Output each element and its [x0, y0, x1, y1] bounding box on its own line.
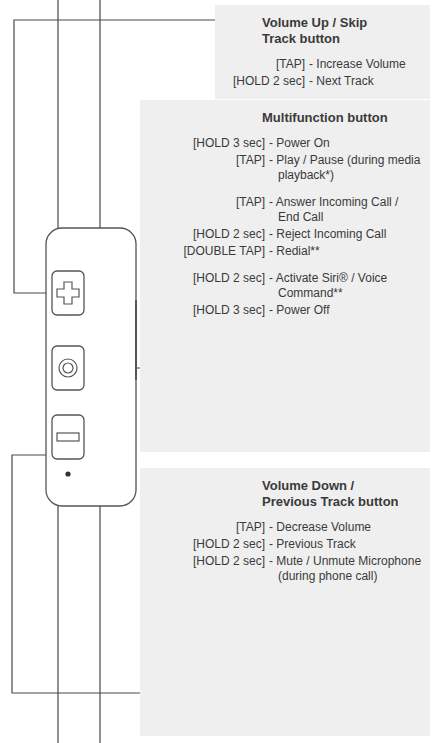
remote-edge — [135, 300, 137, 380]
minus-symbol — [57, 433, 79, 441]
callout-box: Multifunction button [HOLD 3 sec] - Power … — [140, 100, 430, 452]
action-row: [TAP]- Play / Pause (during media playba… — [150, 153, 422, 183]
action-row: [TAP]- Answer Incoming Call / End Call — [150, 195, 422, 225]
button-action: - Play / Pause (during media playback*) — [269, 153, 422, 183]
circle-symbol — [59, 359, 77, 377]
button-gesture: [HOLD 2 sec] — [150, 227, 265, 242]
cable-line — [57, 0, 58, 232]
button-gesture: [HOLD 3 sec] — [150, 303, 265, 318]
cable-line — [57, 504, 58, 743]
microphone-hole — [65, 471, 70, 476]
multifunction-button — [52, 346, 84, 390]
action-row: [HOLD 2 sec]- Mute / Unmute Microphone (… — [150, 554, 422, 584]
button-gesture: [TAP] — [150, 520, 265, 535]
button-gesture: [HOLD 2 sec] — [150, 271, 265, 301]
callout-box: Volume Down / Previous Track button [TAP]… — [140, 468, 430, 736]
action-row: [DOUBLE TAP] - Redial** — [150, 244, 422, 259]
button-gesture: [TAP] — [150, 195, 265, 225]
button-action: - Power Off — [269, 303, 422, 318]
button-action: - Redial** — [269, 244, 422, 259]
callout-box: Volume Up / Skip Track button [TAP] - Incr… — [215, 5, 430, 99]
button-action: - Mute / Unmute Microphone (during phone… — [269, 554, 422, 584]
button-gesture: [HOLD 3 sec] — [150, 136, 265, 151]
button-gesture: [HOLD 2 sec] — [150, 537, 265, 552]
circle-symbol — [63, 363, 73, 373]
remote-body — [46, 228, 136, 506]
button-gesture: [HOLD 2 sec] — [225, 74, 305, 89]
button-action: - Activate Siri® / Voice Command** — [269, 271, 422, 301]
button-action: - Next Track — [309, 74, 422, 89]
button-gesture: [DOUBLE TAP] — [150, 244, 265, 259]
action-row: [TAP] - Increase Volume — [225, 57, 422, 72]
button-action: - Previous Track — [269, 537, 422, 552]
action-row: [HOLD 3 sec] - Power Off — [150, 303, 422, 318]
callout-heading: Volume Down / Previous Track button — [262, 478, 412, 510]
button-gesture: [HOLD 2 sec] — [150, 554, 265, 584]
action-row: [HOLD 2 sec] - Reject Incoming Call — [150, 227, 422, 242]
action-row: [HOLD 2 sec] - Next Track — [225, 74, 422, 89]
button-action: - Increase Volume — [309, 57, 422, 72]
action-row: [TAP] - Decrease Volume — [150, 520, 422, 535]
button-gesture: [TAP] — [150, 153, 265, 183]
volume-down-button — [52, 415, 84, 459]
cable-line — [99, 0, 100, 232]
action-row: [HOLD 3 sec] - Power On — [150, 136, 422, 151]
action-row: [HOLD 2 sec] - Previous Track — [150, 537, 422, 552]
plus-symbol — [57, 282, 79, 304]
button-action: - Answer Incoming Call / End Call — [269, 195, 422, 225]
button-action: - Decrease Volume — [269, 520, 422, 535]
cable-line — [99, 504, 100, 743]
action-row: [HOLD 2 sec]- Activate Siri® / Voice Com… — [150, 271, 422, 301]
callout-heading: Volume Up / Skip Track button — [262, 15, 382, 47]
button-action: - Power On — [269, 136, 422, 151]
callout-heading: Multifunction button — [262, 110, 422, 126]
volume-up-button — [52, 271, 84, 315]
button-action: - Reject Incoming Call — [269, 227, 422, 242]
button-gesture: [TAP] — [225, 57, 305, 72]
